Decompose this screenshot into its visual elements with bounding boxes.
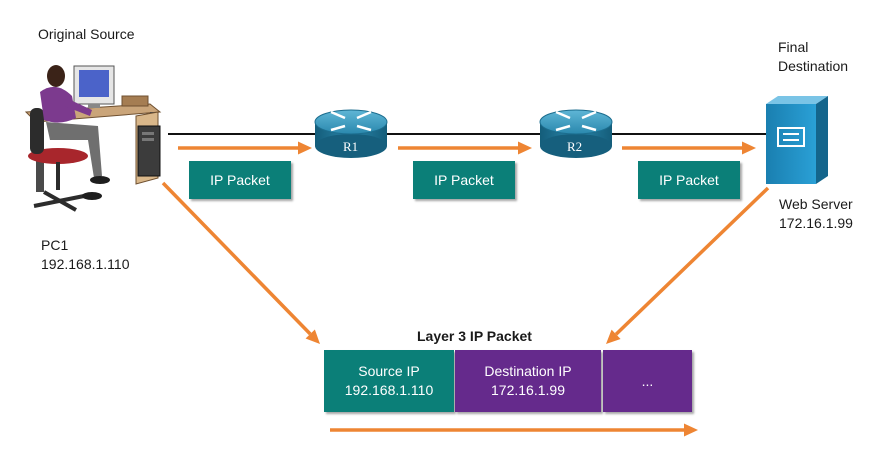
- router-r1-label: R1: [343, 139, 359, 154]
- pc1-name: PC1: [41, 237, 69, 253]
- router-r2-icon: [539, 109, 613, 158]
- final-destination-caption-line2: Destination: [778, 58, 849, 74]
- final-destination-caption-line1: Final: [778, 39, 809, 55]
- arrow-destination-to-header: [606, 186, 770, 344]
- arrow-r2-to-server: [622, 141, 756, 155]
- arrow-header-direction: [330, 423, 698, 437]
- layer3-packet-title: Layer 3 IP Packet: [417, 328, 532, 344]
- source-ip-value: 192.168.1.110: [344, 382, 434, 398]
- web-server-icon: [766, 96, 828, 184]
- remaining-fields-ellipsis: ...: [641, 372, 654, 389]
- web-server-ip: 172.16.1.99: [779, 215, 853, 231]
- arrow-source-to-header: [161, 181, 320, 344]
- original-source-caption: Original Source: [38, 26, 135, 42]
- destination-ip-value: 172.16.1.99: [491, 382, 565, 398]
- source-ip-field: Source IP 192.168.1.110: [324, 350, 454, 412]
- ip-packet-segment-1: IP Packet: [189, 161, 291, 199]
- pc1-ip: 192.168.1.110: [41, 256, 130, 272]
- router-r2-label: R2: [567, 139, 583, 154]
- router-r1-icon: [314, 109, 388, 158]
- source-ip-label: Source IP: [358, 363, 420, 379]
- web-server-name: Web Server: [779, 196, 853, 212]
- destination-ip-field: Destination IP 172.16.1.99: [455, 350, 601, 412]
- arrow-r1-to-r2: [398, 141, 532, 155]
- arrow-pc-to-r1: [178, 141, 312, 155]
- ip-packet-segment-2: IP Packet: [413, 161, 515, 199]
- remaining-fields: ...: [603, 350, 692, 412]
- destination-ip-label: Destination IP: [484, 363, 572, 379]
- ip-packet-segment-3: IP Packet: [638, 161, 740, 199]
- workstation-pc-icon: [24, 65, 162, 212]
